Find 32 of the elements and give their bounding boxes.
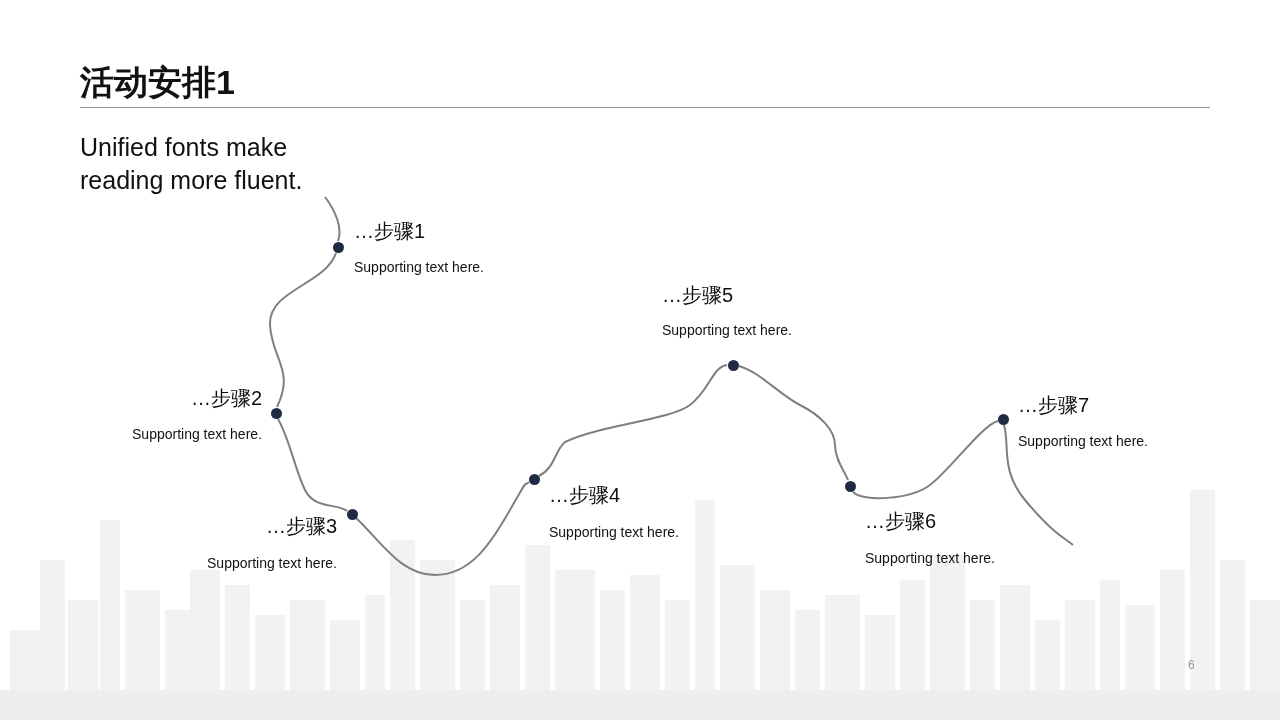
step-label: …步骤5 <box>662 283 734 308</box>
step-dot <box>528 473 540 485</box>
curve-line <box>1003 424 1074 546</box>
curve-line <box>738 365 849 481</box>
supporting-text: Supporting text here. <box>549 524 679 540</box>
supporting-text: Supporting text here. <box>132 426 262 442</box>
curve-line <box>538 364 728 477</box>
curve-line <box>355 481 530 576</box>
step-dot <box>727 359 739 371</box>
step-label: …步骤2 <box>190 386 262 411</box>
step-dot <box>997 413 1009 425</box>
step-label: …步骤3 <box>265 514 337 539</box>
curve-line <box>852 420 999 500</box>
supporting-text: Supporting text here. <box>207 555 337 571</box>
supporting-text: Supporting text here. <box>865 550 995 566</box>
step-dot <box>270 407 282 419</box>
curve-line <box>324 196 341 242</box>
step-label: …步骤4 <box>549 483 621 508</box>
step-dot <box>346 508 358 520</box>
title: 活动安排1 <box>80 62 235 103</box>
supporting-text: Supporting text here. <box>354 259 484 275</box>
subtitle: Unified fonts make reading more fluent. <box>80 132 304 196</box>
step-label: …步骤7 <box>1018 393 1090 418</box>
supporting-text: Supporting text here. <box>1018 433 1148 449</box>
curve-line <box>269 252 337 408</box>
step-dot <box>844 480 856 492</box>
step-dot <box>332 241 344 253</box>
curve-line <box>277 418 348 512</box>
supporting-text: Supporting text here. <box>662 322 792 338</box>
page-number: 6 <box>1188 658 1195 672</box>
step-label: …步骤1 <box>354 219 426 244</box>
step-label: …步骤6 <box>865 509 937 534</box>
